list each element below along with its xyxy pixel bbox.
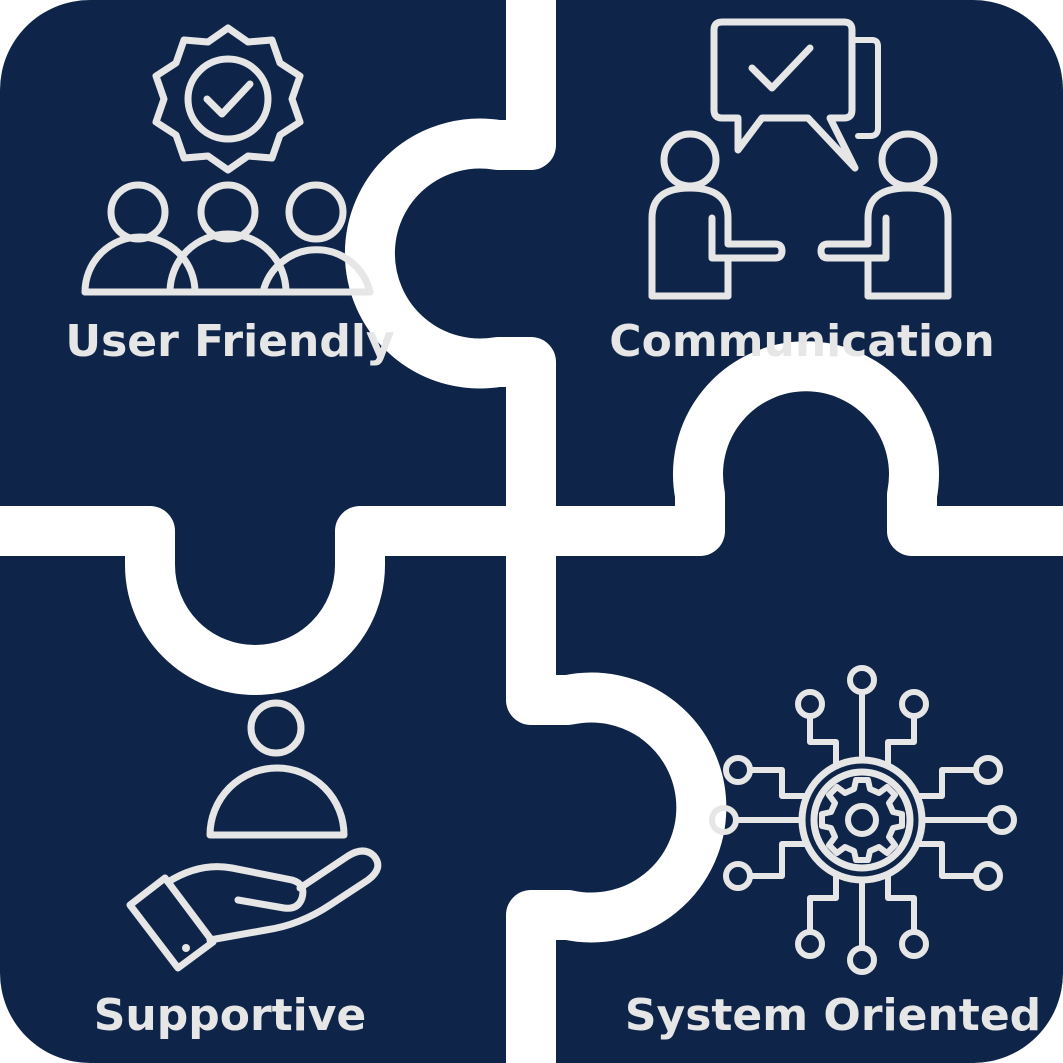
- gear-circuit-icon: [709, 665, 1017, 975]
- team-badge-icon: [81, 24, 374, 296]
- cuff-button-dot: [182, 944, 190, 952]
- label-communication: Communication: [609, 316, 994, 367]
- piece-communication: Communication: [609, 18, 995, 367]
- piece-supportive: Supportive: [94, 699, 382, 1041]
- helping-hand-icon: [126, 699, 382, 972]
- piece-system-oriented: System Oriented: [625, 665, 1041, 1041]
- piece-user-friendly: User Friendly: [65, 24, 395, 367]
- label-user-friendly: User Friendly: [65, 316, 394, 367]
- label-system-oriented: System Oriented: [625, 990, 1041, 1041]
- label-supportive: Supportive: [94, 990, 367, 1041]
- conversation-icon: [648, 18, 952, 300]
